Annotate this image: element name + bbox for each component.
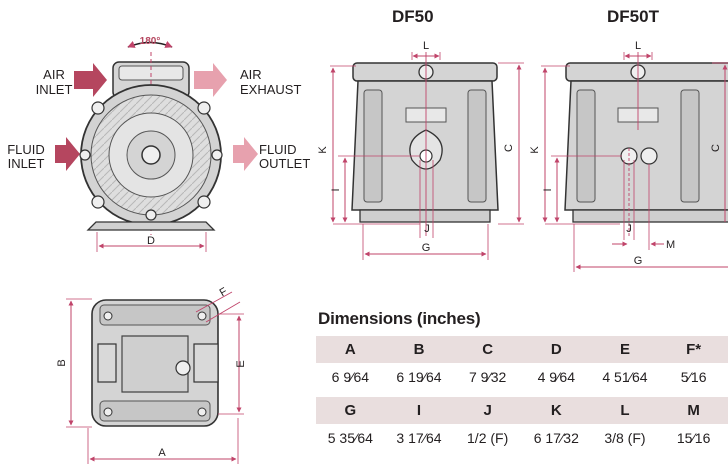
air-inlet-label-1: AIR (43, 67, 65, 82)
value-cell-b: 6 19⁄64 (384, 363, 454, 391)
header-cell-a: A (316, 336, 385, 363)
df50-dim-label-l: L (423, 40, 429, 52)
df50-dim-label-g: G (422, 242, 431, 254)
fluid-outlet-label-1: FLUID (259, 142, 297, 157)
value-cell-m: 15⁄16 (659, 424, 728, 452)
dimensions-value-row-1: 6 9⁄64 6 19⁄64 7 9⁄32 4 9⁄64 4 51⁄64 5⁄1… (316, 363, 728, 391)
df50-dim-label-k: K (317, 146, 329, 154)
front-view-pump: 180° D AIR INLET AIR E (7, 36, 310, 252)
dimensions-value-row-2: 5 35⁄64 3 17⁄64 1/2 (F) 6 17⁄32 3/8 (F) … (316, 424, 728, 452)
header-cell-m: M (659, 397, 728, 424)
header-cell-e: E (590, 336, 660, 363)
value-cell-e: 4 51⁄64 (590, 363, 660, 391)
header-cell-c: C (453, 336, 522, 363)
header-cell-b: B (384, 336, 454, 363)
df50t-dim-label-m: M (666, 239, 675, 251)
fluid-outlet-label-2: OUTLET (259, 156, 310, 171)
df50t-dim-label-l: L (635, 40, 641, 52)
header-cell-d: D (521, 336, 591, 363)
top-dim-label-e: E (235, 360, 247, 367)
model-title-df50t: DF50T (607, 7, 659, 26)
fluid-inlet-label-2: INLET (8, 156, 45, 171)
df50t-dim-label-k: K (529, 146, 541, 154)
df50t-dim-label-c: C (710, 144, 722, 152)
value-cell-d: 4 9⁄64 (521, 363, 591, 391)
dimensions-header-row-2: G I J K L M (316, 397, 728, 424)
header-cell-f: F* (659, 336, 728, 363)
air-exhaust-label-1: AIR (240, 67, 262, 82)
air-inlet-label-2: INLET (36, 82, 73, 97)
top-dim-label-f: F (218, 285, 230, 299)
df50-dim-label-c: C (503, 144, 515, 152)
air-inlet-arrow (74, 63, 107, 97)
df50-dim-label-i: I (330, 188, 342, 191)
df50t-dim-label-j: J (626, 223, 632, 235)
df50-dim-label-j: J (424, 223, 430, 235)
value-cell-f: 5⁄16 (659, 363, 728, 391)
top-dim-label-b: B (56, 359, 68, 366)
header-cell-g: G (316, 397, 385, 424)
fluid-inlet-arrow (55, 137, 80, 171)
value-cell-i: 3 17⁄64 (384, 424, 454, 452)
header-cell-k: K (521, 397, 591, 424)
value-cell-l: 3/8 (F) (590, 424, 660, 452)
value-cell-c: 7 9⁄32 (453, 363, 522, 391)
df50t-side-view: L K I C J M (529, 40, 728, 272)
top-view-pump: B E F A (56, 285, 247, 464)
air-exhaust-arrow (194, 63, 227, 97)
dimensions-title: Dimensions (inches) (318, 309, 481, 328)
dimensions-table: A B C D E F* 6 9⁄64 6 19⁄64 7 9⁄32 4 9⁄6… (316, 336, 728, 452)
model-title-df50: DF50 (392, 7, 434, 26)
header-cell-j: J (453, 397, 522, 424)
value-cell-k: 6 17⁄32 (521, 424, 591, 452)
value-cell-a: 6 9⁄64 (316, 363, 385, 391)
dimensions-header-row-1: A B C D E F* (316, 336, 728, 363)
df50t-dim-label-g: G (634, 255, 643, 267)
df50t-dim-label-i: I (542, 188, 554, 191)
rotation-label: 180° (140, 36, 161, 47)
air-exhaust-label-2: EXHAUST (240, 82, 301, 97)
top-dim-label-a: A (158, 447, 166, 459)
value-cell-g: 5 35⁄64 (316, 424, 385, 452)
fluid-inlet-label-1: FLUID (7, 142, 45, 157)
fluid-outlet-arrow (233, 137, 258, 171)
dim-label-d: D (147, 235, 155, 247)
header-cell-i: I (384, 397, 454, 424)
value-cell-j: 1/2 (F) (453, 424, 522, 452)
df50-side-view: L K I C J G (317, 40, 524, 260)
header-cell-l: L (590, 397, 660, 424)
